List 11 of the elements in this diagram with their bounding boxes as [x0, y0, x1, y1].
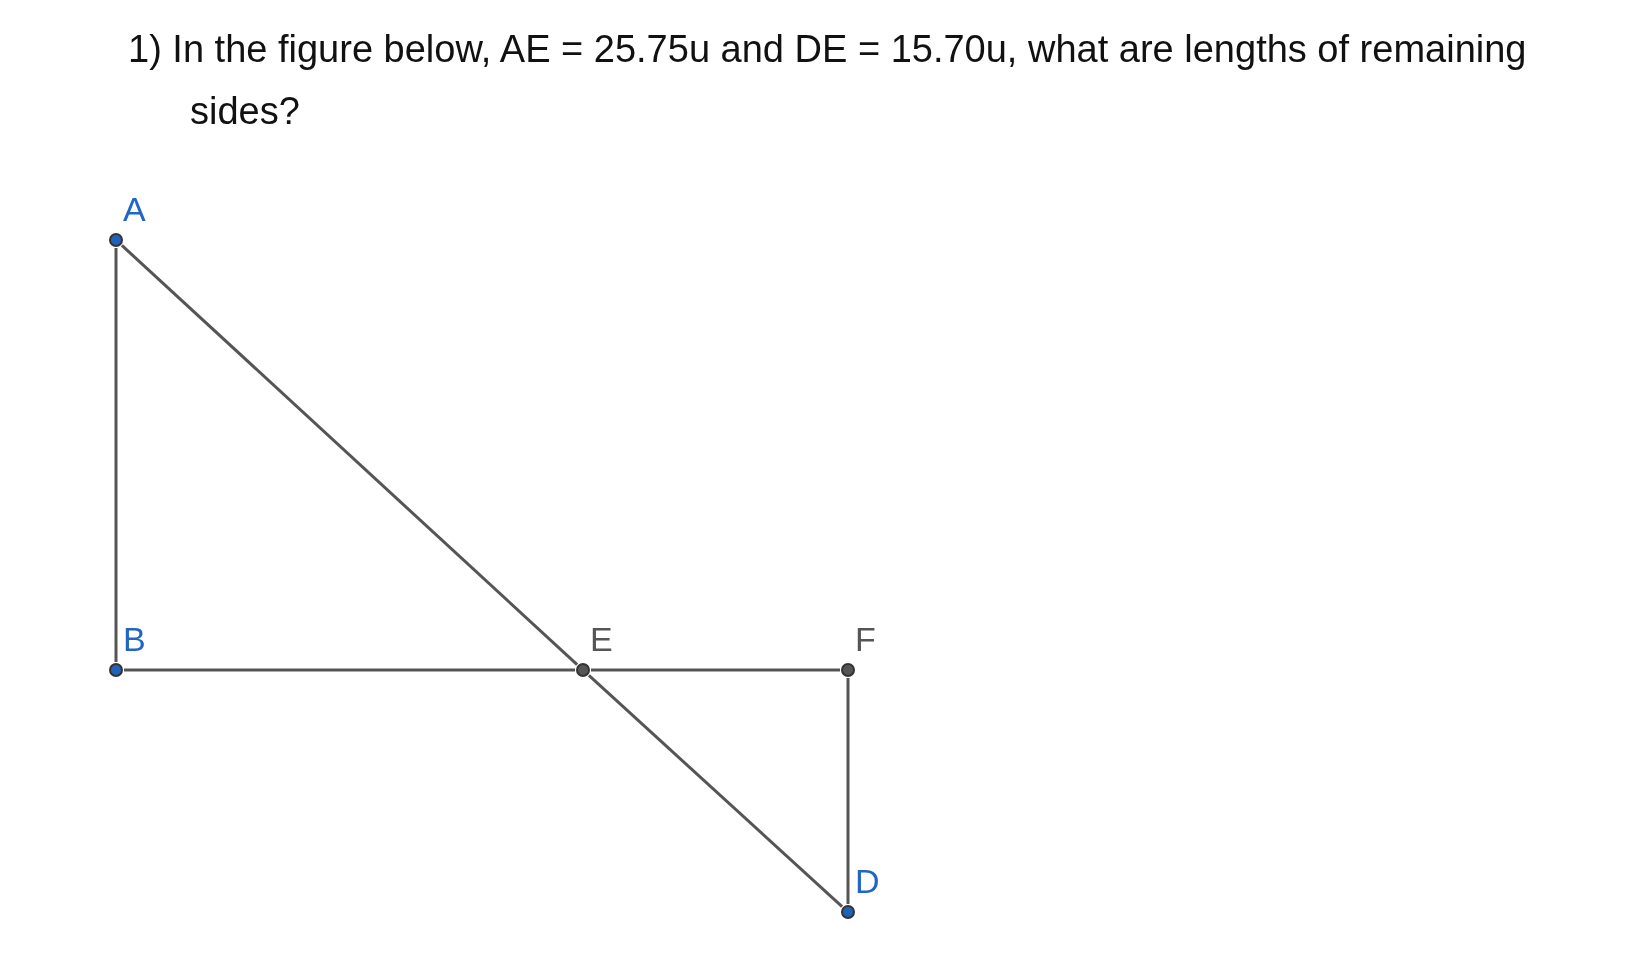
question-text: 1) In the figure below, AE = 25.75u and DE = 15.70u, what are lengths of remaining sides? [128, 27, 1528, 134]
point-label: D [855, 864, 880, 898]
line-segment [846, 678, 850, 904]
point-label: E [590, 622, 613, 656]
line-segment [587, 674, 844, 908]
point-label: B [123, 622, 146, 656]
line-segment [114, 248, 118, 662]
line-segment [124, 668, 575, 672]
line-segment [120, 244, 579, 666]
point-label: F [855, 622, 876, 656]
point-label: A [123, 192, 146, 226]
